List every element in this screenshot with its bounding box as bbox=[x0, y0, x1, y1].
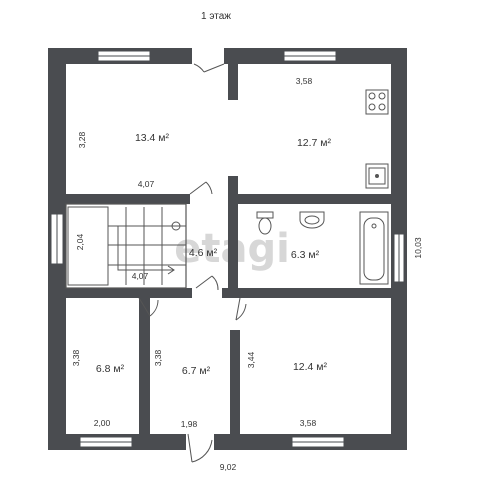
windows bbox=[50, 50, 405, 448]
dim-top-left-height: 3,28 bbox=[77, 131, 87, 148]
door-bottom-left-room bbox=[138, 297, 159, 317]
door-entrance-bottom bbox=[187, 433, 213, 463]
room-area-bottom-right: 12.4 м² bbox=[293, 361, 328, 373]
room-area-hall: 4.6 м² bbox=[189, 247, 218, 259]
window-top-right bbox=[283, 50, 337, 62]
dim-stair-width: 4,07 bbox=[132, 271, 149, 281]
door-top-left-room bbox=[189, 181, 213, 195]
wall-h-top-right bbox=[238, 194, 391, 204]
wall-center-middle bbox=[228, 204, 238, 288]
stove-icon bbox=[365, 89, 389, 115]
room-area-bottom-middle: 6.7 м² bbox=[182, 365, 211, 377]
door-openings bbox=[186, 46, 224, 452]
staircase bbox=[65, 203, 187, 289]
dim-total-height: 10,03 bbox=[413, 237, 423, 259]
dim-total-width: 9,02 bbox=[220, 462, 237, 472]
wall-center-upper-a bbox=[228, 64, 238, 100]
sink-icon bbox=[365, 163, 389, 189]
dim-bottom-middle-height: 3,38 bbox=[153, 349, 163, 366]
wall-h-bottom-right bbox=[240, 288, 391, 298]
floor-title: 1 этаж bbox=[201, 11, 231, 22]
window-right bbox=[393, 233, 405, 283]
wall-h-bottom-left bbox=[66, 288, 192, 298]
wall-v-bl-bm bbox=[139, 298, 150, 434]
door-bottom-right-room bbox=[235, 297, 247, 321]
wall-h-bottom-stub bbox=[222, 288, 240, 298]
dim-top-right-width: 3,58 bbox=[296, 76, 313, 86]
room-area-top-right: 12.7 м² bbox=[297, 137, 332, 149]
window-bottom-left bbox=[79, 436, 133, 448]
room-area-bathroom: 6.3 м² bbox=[291, 249, 320, 261]
dim-bottom-left-height: 3,38 bbox=[71, 349, 81, 366]
door-entrance-top bbox=[193, 63, 225, 73]
doors bbox=[138, 63, 247, 463]
door-hall-lower bbox=[195, 275, 219, 291]
bathtub-icon bbox=[359, 211, 389, 285]
dim-bottom-right-width: 3,58 bbox=[300, 418, 317, 428]
dim-bottom-left-width: 2,00 bbox=[94, 418, 111, 428]
wall-h-top-left bbox=[66, 194, 190, 204]
toilet-icon bbox=[256, 211, 274, 235]
window-left bbox=[50, 213, 64, 265]
window-top-left bbox=[97, 50, 151, 62]
room-area-top-left: 13.4 м² bbox=[135, 132, 170, 144]
dim-bottom-middle-width: 1,98 bbox=[181, 419, 198, 429]
wall-v-bm-br bbox=[230, 330, 240, 434]
dim-top-left-width: 4,07 bbox=[138, 179, 155, 189]
room-area-bottom-left: 6.8 м² bbox=[96, 363, 125, 375]
wall-center-upper-b bbox=[228, 176, 238, 204]
dim-stair-height: 2,04 bbox=[75, 233, 85, 250]
window-bottom-right bbox=[291, 436, 345, 448]
washbasin-icon bbox=[299, 211, 325, 229]
dim-bottom-right-height: 3,44 bbox=[246, 351, 256, 368]
